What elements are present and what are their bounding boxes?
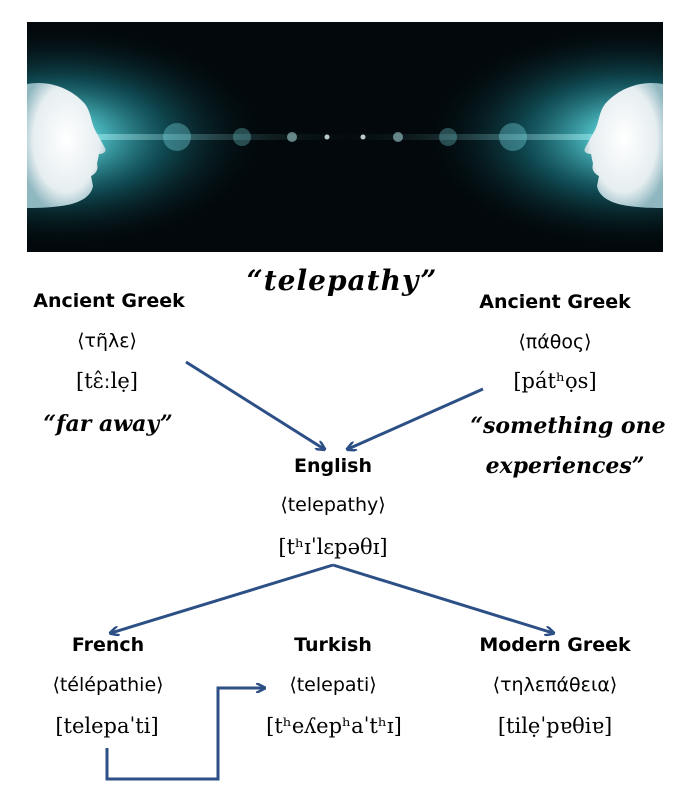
face-right-icon	[584, 82, 663, 208]
source-left-ipa: [tɛ̂ːlẹ]	[76, 369, 138, 393]
french-orthography: ⟨télépathie⟩	[52, 674, 164, 696]
light-beam-icon	[87, 123, 603, 151]
modern-greek-ipa: [tilẹˈpɐθiɐ]	[497, 714, 613, 738]
source-right-language: Ancient Greek	[479, 291, 631, 313]
arrow-french-to-turkish	[105, 688, 264, 781]
hero-image	[27, 22, 663, 252]
source-left-language: Ancient Greek	[33, 290, 185, 312]
english-ipa: [tʰɪˈlɛpəθɪ]	[278, 535, 388, 559]
source-left-orthography: ⟨τῆλε⟩	[77, 330, 137, 352]
french-ipa: [telepaˈti]	[55, 714, 159, 738]
arrow-english-to-modern-greek	[332, 563, 553, 633]
turkish-ipa: [tʰeʎepʰaˈtʰɪ]	[266, 714, 402, 738]
diagram-title: “telepathy”	[246, 264, 438, 297]
modern-greek-orthography: ⟨τηλεπάθεια⟩	[492, 674, 618, 696]
source-right-ipa: [pátʰọs]	[513, 369, 597, 393]
modern-greek-language: Modern Greek	[479, 634, 631, 656]
english-orthography: ⟨telepathy⟩	[280, 494, 386, 516]
turkish-language: Turkish	[294, 634, 372, 656]
turkish-orthography: ⟨telepati⟩	[289, 674, 377, 696]
french-language: French	[71, 634, 145, 656]
english-language: English	[294, 455, 372, 477]
arrow-english-to-french	[111, 563, 334, 633]
face-left-icon	[27, 82, 106, 208]
arrow-right-to-english	[348, 387, 484, 449]
source-right-gloss-line1: “something one	[470, 413, 666, 439]
source-right-orthography: ⟨πάθος⟩	[518, 331, 592, 353]
source-left-gloss: “far away”	[43, 411, 173, 437]
source-right-gloss-line2: experiences”	[485, 453, 645, 479]
arrow-left-to-english	[185, 360, 324, 449]
